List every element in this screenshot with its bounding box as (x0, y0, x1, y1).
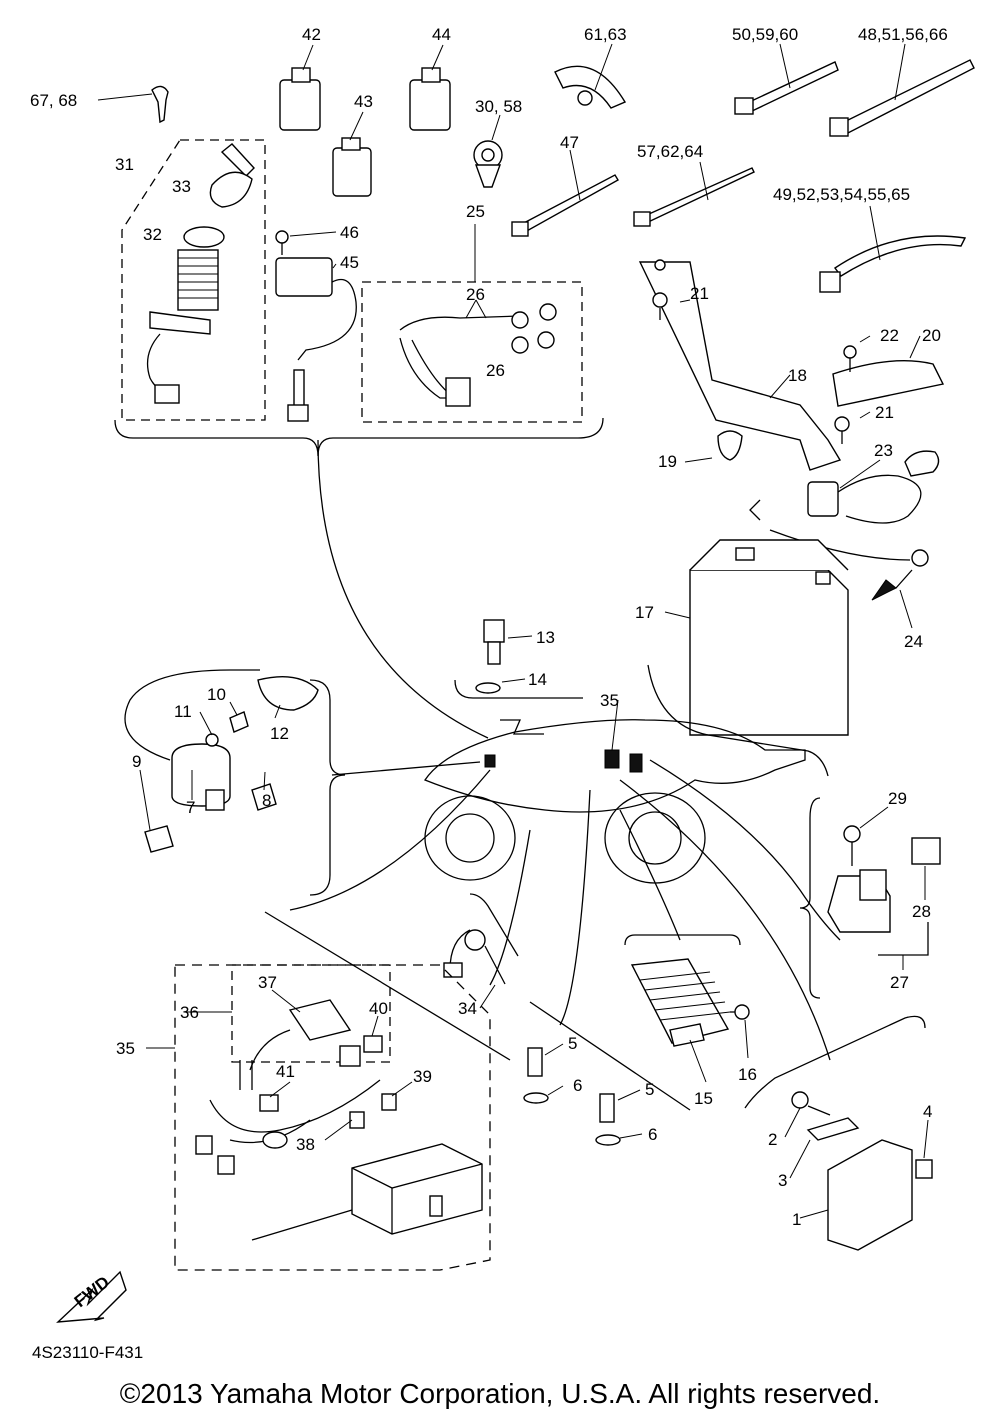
callout-17: 17 (635, 603, 654, 622)
coupler-42 (279, 67, 321, 131)
cable-tie-48-51-56-66 (829, 59, 975, 137)
callout-4: 4 (923, 1102, 932, 1121)
callout-19: 19 (658, 452, 677, 471)
screw-46 (275, 230, 289, 255)
callout-7: 7 (186, 798, 195, 817)
resistor-45 (275, 257, 357, 422)
clamp-30-58 (473, 140, 503, 188)
callout-34: 34 (458, 999, 477, 1018)
callout-3: 3 (778, 1171, 787, 1190)
callout-45: 45 (340, 253, 359, 272)
callout-6a: 6 (573, 1076, 582, 1095)
bolt-5-a (523, 1047, 549, 1104)
callout-44: 44 (432, 25, 451, 44)
atv-outline (424, 719, 806, 884)
fwd-arrow-icon: FWD (56, 1270, 127, 1323)
callout-25: 25 (466, 202, 485, 221)
callout-35b: 35 (116, 1039, 135, 1058)
wire-harness-25 (361, 281, 583, 423)
callout-26b: 26 (486, 361, 505, 380)
callout-1: 1 (792, 1210, 801, 1229)
callout-31: 31 (115, 155, 134, 174)
ignition-coil (124, 669, 319, 853)
battery-17 (689, 499, 849, 736)
callout-35a: 35 (600, 691, 619, 710)
diagram-code: 4S23110-F431 (32, 1343, 143, 1362)
callout-47: 47 (560, 133, 579, 152)
callout-11: 11 (174, 702, 192, 721)
callout-27: 27 (890, 973, 909, 992)
callout-67-68: 67, 68 (30, 91, 77, 110)
callout-36: 36 (180, 1003, 199, 1022)
cable-tie-50-59-60 (734, 61, 839, 115)
callout-21a: 21 (690, 284, 709, 303)
callout-50-59-60: 50,59,60 (732, 25, 798, 44)
callout-61-63: 61,63 (584, 25, 627, 44)
battery-cable-23 (807, 450, 940, 524)
neutral-switch-34 (443, 929, 506, 985)
callout-28: 28 (912, 902, 931, 921)
callout-6b: 6 (648, 1125, 657, 1144)
cdi-unit (791, 1091, 933, 1251)
callout-20: 20 (922, 326, 941, 345)
callout-49-52-53-54-55-65: 49,52,53,54,55,65 (773, 185, 910, 204)
callout-5a: 5 (568, 1034, 577, 1053)
key-blank (151, 85, 169, 124)
callout-14: 14 (528, 670, 547, 689)
callout-26a: 26 (466, 285, 485, 304)
coupler-43 (332, 137, 372, 197)
ignition-switch-assembly (121, 139, 266, 421)
callout-29: 29 (888, 789, 907, 808)
starter-relay (827, 825, 941, 933)
callout-42: 42 (302, 25, 321, 44)
callout-37: 37 (258, 973, 277, 992)
cable-tie-47 (511, 174, 619, 237)
clamp-61-63 (554, 65, 627, 109)
callout-15: 15 (694, 1089, 713, 1108)
callout-18: 18 (788, 366, 807, 385)
callout-33: 33 (172, 177, 191, 196)
callout-21b: 21 (875, 403, 894, 422)
battery-cable-24 (769, 529, 929, 601)
coupler-44 (409, 67, 451, 131)
sensor-13 (475, 619, 505, 694)
callout-22: 22 (880, 326, 899, 345)
callout-41: 41 (276, 1062, 295, 1081)
callout-46: 46 (340, 223, 359, 242)
callout-57-62-64: 57,62,64 (637, 142, 703, 161)
callout-13: 13 (536, 628, 555, 647)
fuse-box-assembly (174, 964, 491, 1271)
callout-8: 8 (262, 791, 271, 810)
battery-bracket (638, 259, 945, 471)
callout-24: 24 (904, 632, 923, 651)
callout-39: 39 (413, 1067, 432, 1086)
callout-43: 43 (354, 92, 373, 111)
callout-40: 40 (369, 999, 388, 1018)
callout-30-58: 30, 58 (475, 97, 522, 116)
callout-10: 10 (207, 685, 226, 704)
copyright-notice: ©2013 Yamaha Motor Corporation, U.S.A. A… (119, 1378, 881, 1409)
callout-23: 23 (874, 441, 893, 460)
callout-5b: 5 (645, 1080, 654, 1099)
bolt-5-b (595, 1093, 621, 1146)
callout-2: 2 (768, 1130, 777, 1149)
rectifier-regulator (630, 958, 750, 1047)
callout-16: 16 (738, 1065, 757, 1084)
cable-tie-49-52-53-54-55-65 (819, 235, 967, 293)
callout-9: 9 (132, 752, 141, 771)
cable-tie-57-62-64 (633, 167, 755, 227)
callout-32: 32 (143, 225, 162, 244)
callout-48-51-56-66: 48,51,56,66 (858, 25, 948, 44)
callout-12: 12 (270, 724, 289, 743)
callout-38: 38 (296, 1135, 315, 1154)
